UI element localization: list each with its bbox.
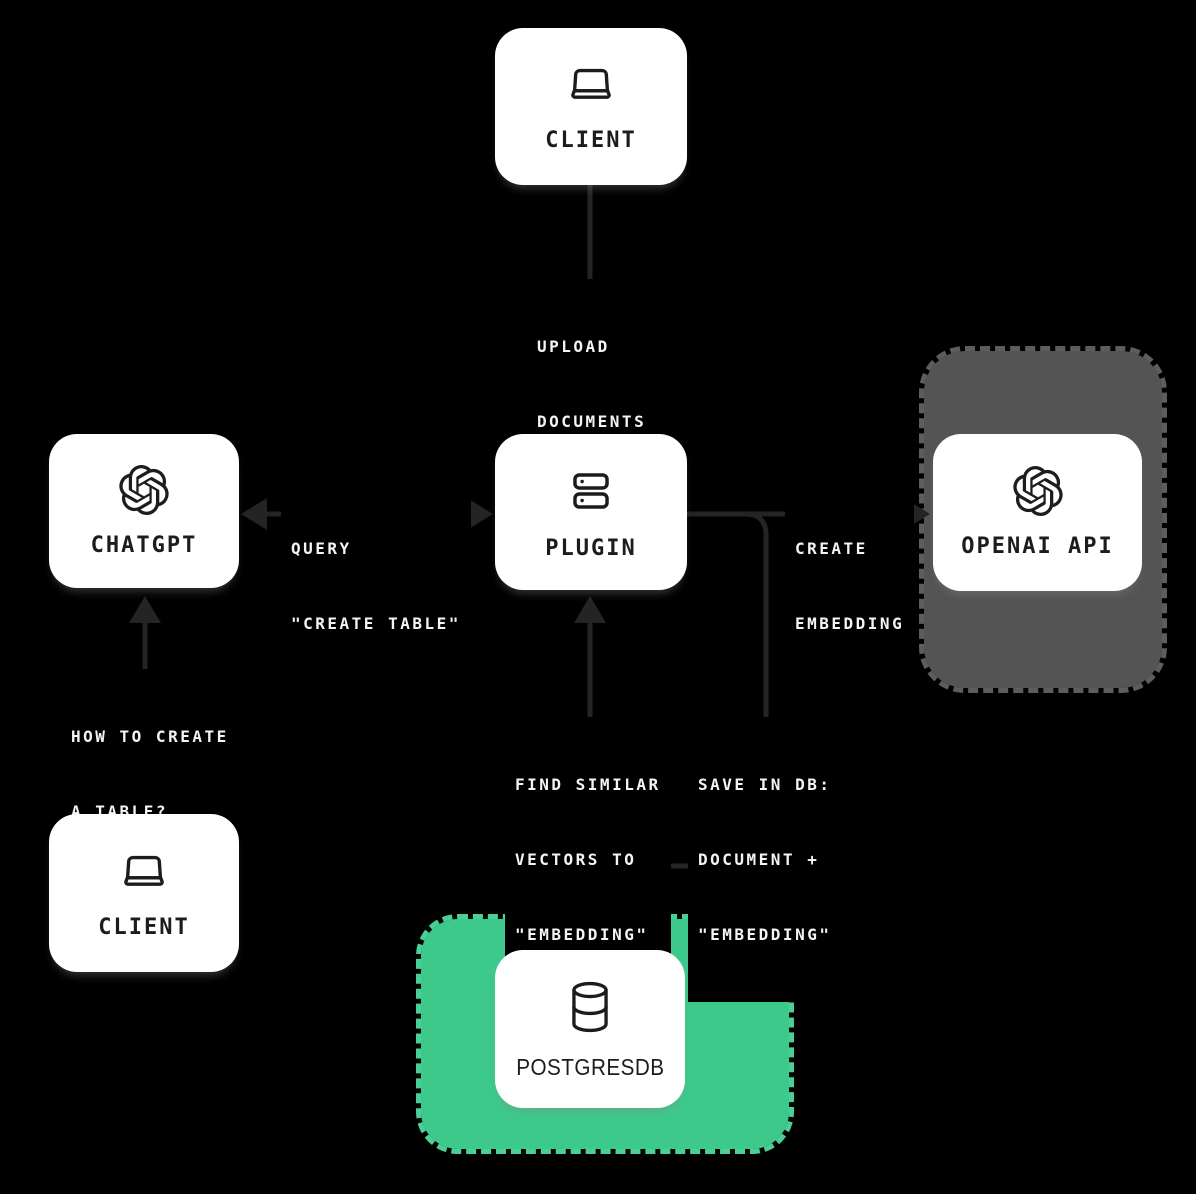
arrowhead-left-chatgpt bbox=[241, 498, 267, 530]
node-label: PLUGIN bbox=[545, 535, 637, 561]
laptop-icon bbox=[564, 60, 618, 110]
node-client-top: CLIENT bbox=[495, 28, 687, 185]
node-postgresdb: POSTGRESDB bbox=[495, 950, 685, 1108]
arrowhead-right-plugin bbox=[467, 498, 493, 530]
node-chatgpt: CHATGPT bbox=[49, 434, 239, 588]
node-openai-api: OPENAI API bbox=[933, 434, 1142, 591]
node-label: CHATGPT bbox=[90, 532, 198, 558]
node-label: POSTGRESDB bbox=[515, 1053, 665, 1080]
arrowhead-up-plugin bbox=[574, 596, 606, 623]
node-label: OPENAI API bbox=[961, 534, 1114, 559]
database-icon bbox=[563, 978, 617, 1036]
node-label: CLIENT bbox=[98, 914, 190, 940]
openai-logo-icon bbox=[119, 464, 169, 515]
node-label: CLIENT bbox=[545, 128, 637, 153]
edge-label-query-create-table: QUERY "CREATE TABLE" bbox=[281, 481, 471, 691]
node-plugin: PLUGIN bbox=[495, 434, 687, 590]
edge-label-create-embedding: CREATE EMBEDDING bbox=[785, 481, 915, 691]
node-client-bottom: CLIENT bbox=[49, 814, 239, 972]
edge-label-save-in-db: SAVE IN DB: DOCUMENT + "EMBEDDING" bbox=[688, 717, 842, 1002]
laptop-icon bbox=[117, 847, 171, 897]
server-stack-icon bbox=[565, 464, 617, 518]
openai-logo-icon bbox=[1012, 466, 1063, 516]
arrowhead-up-chatgpt bbox=[129, 596, 161, 623]
